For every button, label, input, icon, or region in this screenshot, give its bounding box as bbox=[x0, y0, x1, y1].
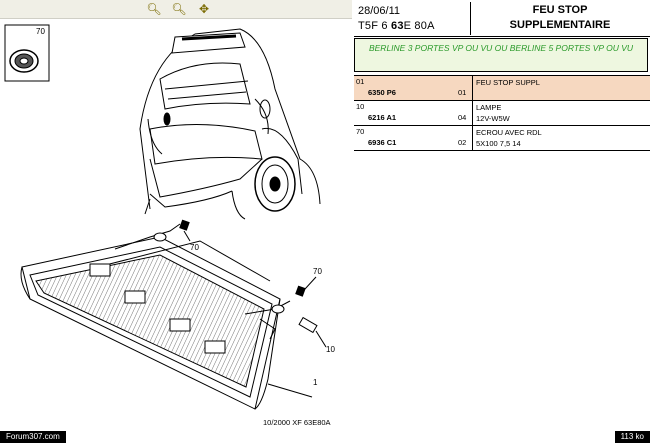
car-rear-outline bbox=[139, 28, 321, 220]
table-row[interactable]: 10 6216 A1 04 LAMPE 12V-W5W bbox=[354, 101, 650, 126]
row-label: FEU STOP SUPPL bbox=[476, 78, 540, 87]
parts-diagram-svg bbox=[4, 24, 327, 410]
header-rule bbox=[354, 36, 650, 37]
nut-thumbnail bbox=[4, 24, 50, 82]
code-bold: 63 bbox=[391, 20, 404, 32]
callout-lamp: 10 bbox=[326, 345, 335, 354]
header-divider bbox=[470, 2, 471, 35]
code-suffix: E 80A bbox=[403, 20, 435, 32]
row-rep: 70 bbox=[356, 127, 365, 136]
parts-diagram: 70 70 70 10 1 10/2000 XF 63E80A bbox=[0, 19, 352, 430]
row-ref: 6936 C1 bbox=[368, 138, 397, 147]
status-site: Forum307.com bbox=[0, 431, 66, 443]
viewer-toolbar: 🔍︎ 🔍︎ ✥ bbox=[0, 0, 352, 19]
table-row[interactable]: 01 6350 P6 01 FEU STOP SUPPL bbox=[354, 75, 650, 101]
callout-thumb: 70 bbox=[36, 27, 45, 36]
status-bar: Forum307.com 113 ko bbox=[0, 431, 650, 443]
table-row[interactable]: 70 6936 C1 02 ECROU AVEC RDL 5X100 7,5 1… bbox=[354, 126, 650, 151]
row-divider bbox=[472, 126, 473, 150]
row-label: LAMPE bbox=[476, 103, 502, 112]
callout-assembly: 1 bbox=[313, 378, 318, 387]
row-divider bbox=[472, 76, 473, 100]
parts-panel: 28/06/11 T5F 6 63E 80A FEU STOP SUPPLEME… bbox=[354, 0, 650, 151]
header-title-line2: SUPPLEMENTAIRE bbox=[509, 19, 611, 31]
row-rep: 01 bbox=[356, 77, 365, 86]
row-label: ECROU AVEC RDL bbox=[476, 128, 542, 137]
callout-nut-upper: 70 bbox=[190, 243, 199, 252]
row-detail: 5X100 7,5 14 bbox=[476, 139, 521, 148]
zoom-in-icon[interactable]: 🔍︎ bbox=[146, 2, 162, 16]
row-qty: 02 bbox=[458, 138, 467, 147]
row-detail: 12V-W5W bbox=[476, 114, 510, 123]
drawing-caption: 10/2000 XF 63E80A bbox=[263, 418, 331, 427]
header-date: 28/06/11 bbox=[358, 5, 401, 17]
callout-nut-lower: 70 bbox=[313, 267, 322, 276]
row-divider bbox=[472, 101, 473, 125]
header-code: T5F 6 63E 80A bbox=[358, 20, 435, 32]
status-size: 113 ko bbox=[614, 431, 650, 443]
row-ref: 6216 A1 bbox=[368, 113, 397, 122]
zoom-pan-icon[interactable]: ✥ bbox=[198, 2, 210, 16]
fixing-nuts bbox=[179, 219, 317, 297]
row-ref: 6350 P6 bbox=[368, 88, 396, 97]
zoom-out-icon[interactable]: 🔍︎ bbox=[171, 2, 187, 16]
application-box: BERLINE 3 PORTES VP OU VU OU BERLINE 5 P… bbox=[354, 38, 648, 72]
third-brake-light bbox=[20, 223, 327, 410]
code-prefix: T5F 6 bbox=[358, 20, 391, 32]
header-title-line1: FEU STOP bbox=[532, 4, 588, 16]
row-qty: 04 bbox=[458, 113, 467, 122]
row-rep: 10 bbox=[356, 102, 365, 111]
row-qty: 01 bbox=[458, 88, 467, 97]
parts-table: 01 6350 P6 01 FEU STOP SUPPL 10 6216 A1 … bbox=[354, 75, 650, 151]
